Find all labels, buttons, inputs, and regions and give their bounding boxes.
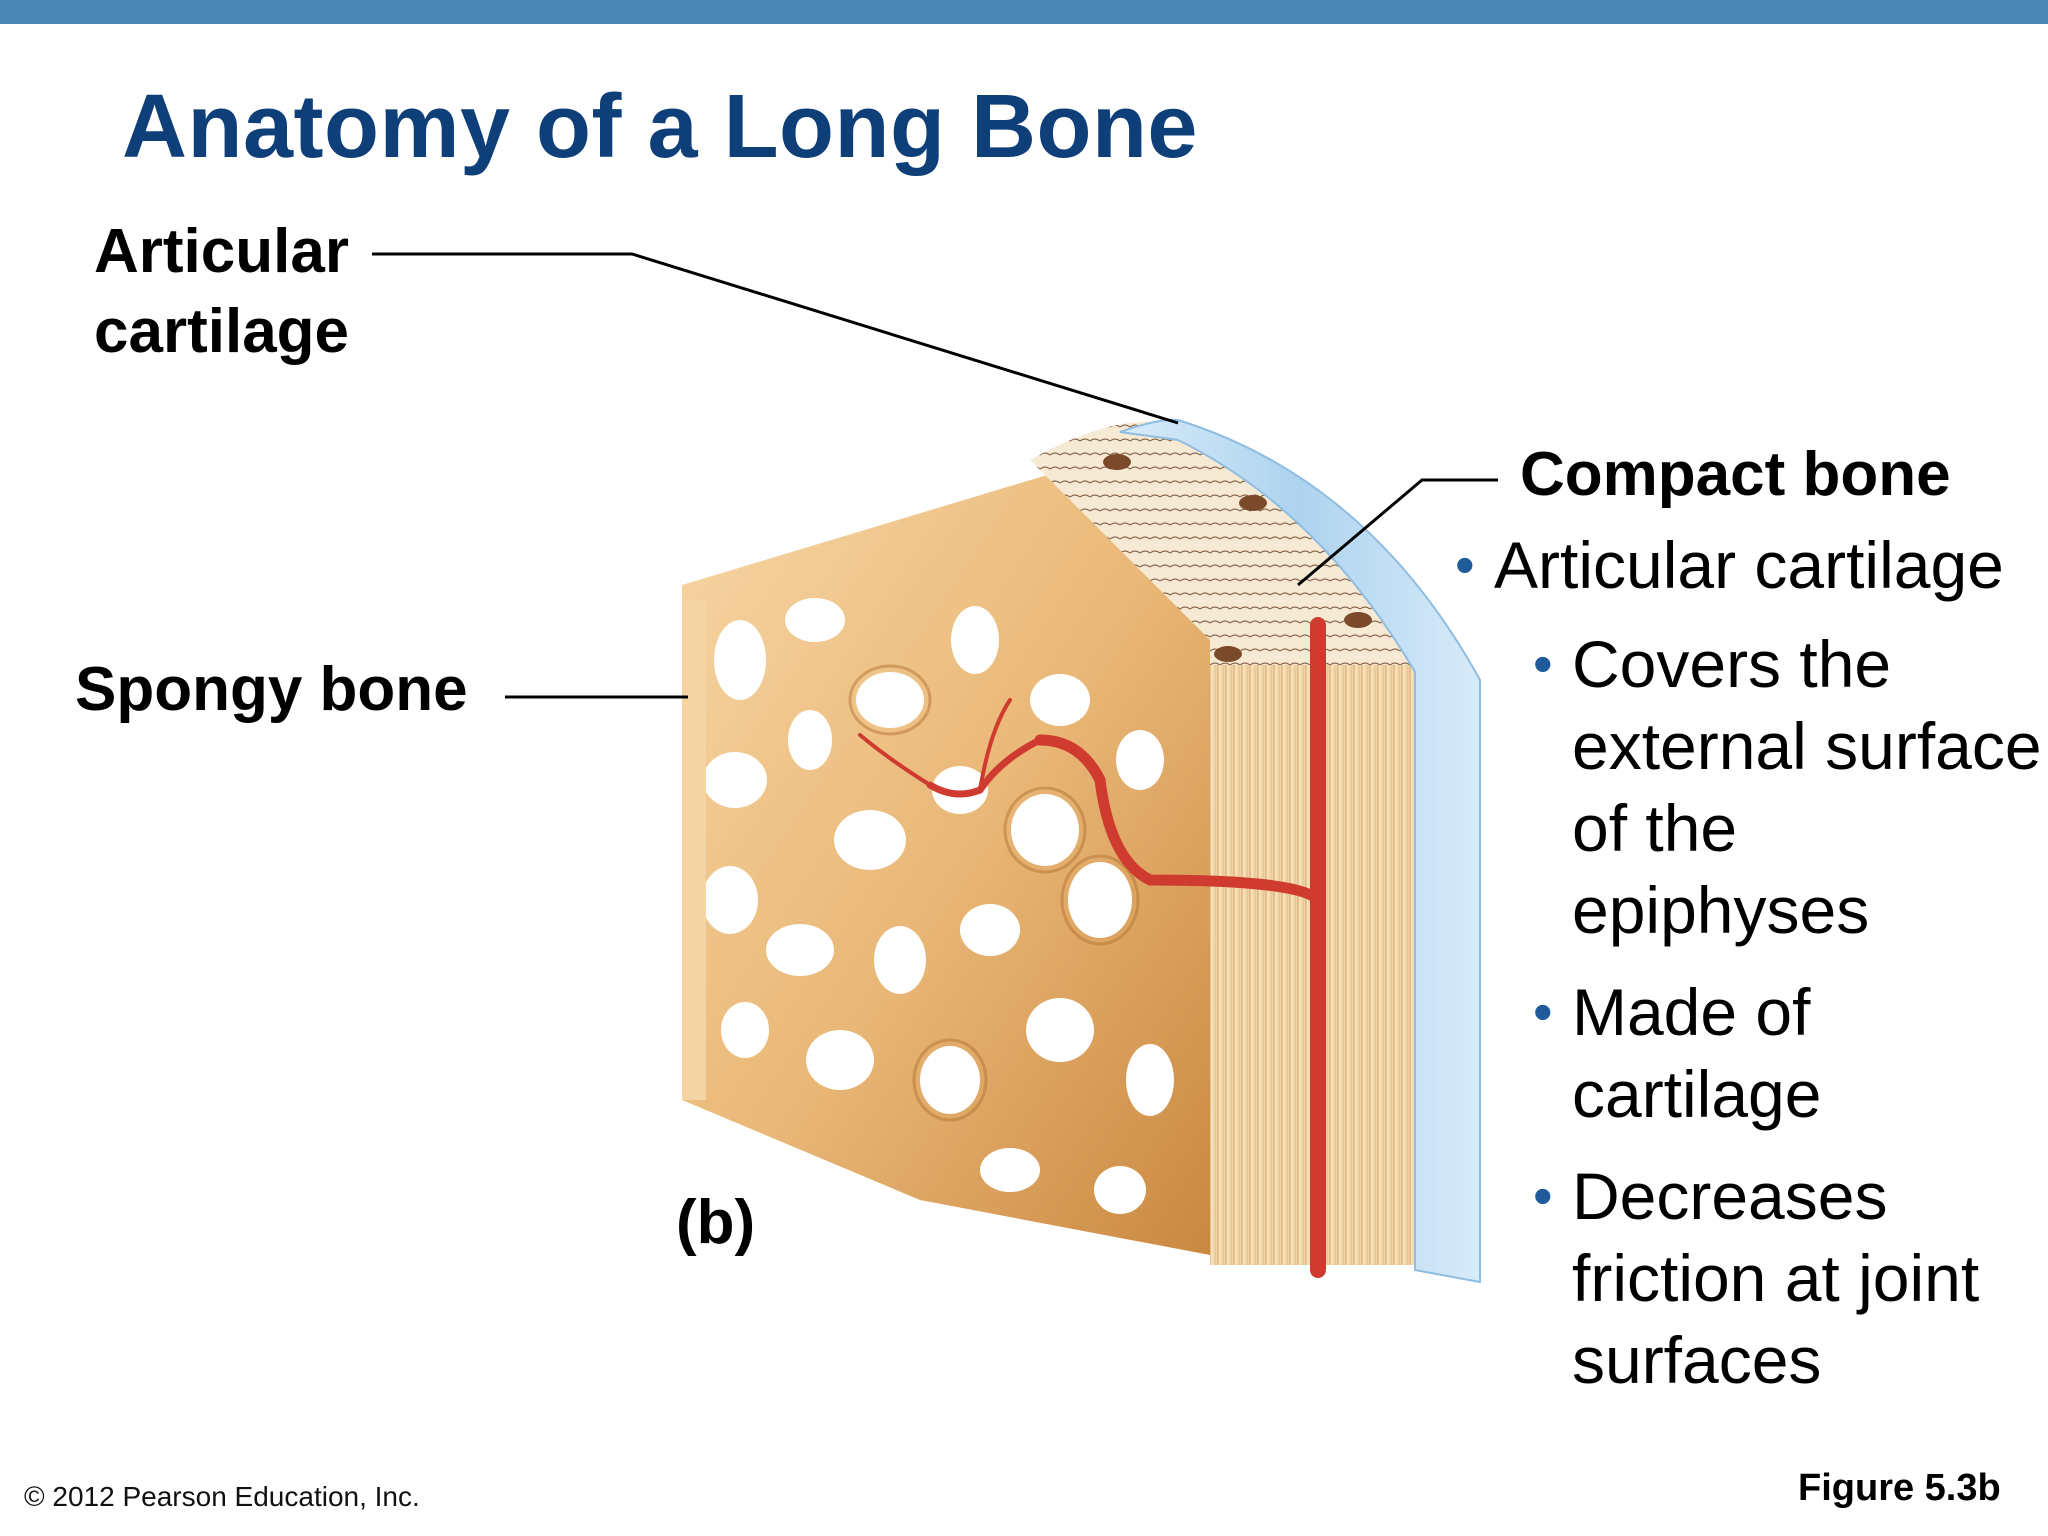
bullet-dot-icon: • — [1533, 1164, 1553, 1227]
blood-vessel — [858, 617, 1326, 1278]
bullet-list: • Articular cartilage • Covers the exter… — [1455, 525, 2045, 1401]
spongy-bone-label: Spongy bone — [75, 655, 468, 724]
spongy-bone-block — [682, 450, 1220, 1255]
bullet-dot-icon: • — [1455, 533, 1475, 596]
bullet-dot-icon: • — [1533, 632, 1553, 695]
copyright-notice: © 2012 Pearson Education, Inc. — [24, 1481, 420, 1512]
figure-number: Figure 5.3b — [1798, 1467, 2001, 1509]
bullet-item: • Decreases friction at joint surfaces — [1455, 1155, 2045, 1401]
top-accent-bar — [0, 0, 2048, 24]
bullet-item: • Covers the external surface of the epi… — [1455, 623, 2045, 951]
compact-leader-line — [1297, 478, 1498, 587]
leader-lines — [372, 252, 1498, 699]
articular-cartilage-cap — [1119, 418, 1481, 1284]
compact-bone-label: Compact bone — [1520, 440, 1951, 509]
slide-title: Anatomy of a Long Bone — [122, 77, 1198, 177]
bullet-heading: • Articular cartilage — [1455, 525, 2045, 605]
bullet-dot-icon: • — [1533, 980, 1553, 1043]
panel-letter: (b) — [676, 1188, 756, 1257]
articular-leader-line — [372, 252, 1179, 425]
articular-cartilage-label: Articular cartilage — [94, 217, 350, 366]
bullet-item: • Made of cartilage — [1455, 971, 2045, 1135]
